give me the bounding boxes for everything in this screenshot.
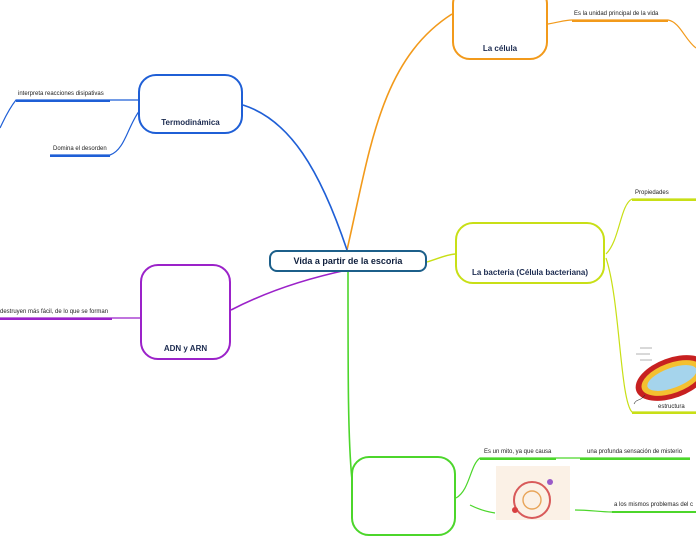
- node-bacteria-title: La bacteria (Célula bacteriana): [471, 268, 589, 277]
- leaf-adn-destruyen[interactable]: destruyen más fácil, de lo que se forman: [0, 309, 109, 315]
- leaf-tierra-mito[interactable]: Es un mito, ya que causa: [484, 449, 552, 455]
- bacteria-structure-diagram: [633, 347, 696, 405]
- node-celula[interactable]: La célula: [452, 0, 548, 60]
- leaf-underline: [16, 100, 110, 102]
- leaf-celula-unidad[interactable]: Es la unidad principal de la vida: [574, 11, 659, 17]
- central-topic[interactable]: Vida a partir de la escoria: [269, 250, 427, 272]
- connector-tierra: [347, 271, 353, 481]
- connector-bacteria: [426, 253, 456, 263]
- leaf-underline: [632, 199, 696, 201]
- leaf-underline: [632, 412, 696, 414]
- leaf-underline: [612, 511, 696, 513]
- cycle-diagram: [496, 466, 570, 520]
- node-adn-arn[interactable]: ADN y ARN: [140, 264, 231, 360]
- node-adn-arn-title: ADN y ARN: [163, 344, 208, 353]
- leaf-bacteria-estructura[interactable]: estructura: [658, 404, 685, 410]
- connector-celula: [346, 13, 453, 251]
- leaf-underline: [572, 20, 668, 22]
- leaf-termo-desorden[interactable]: Domina el desorden: [53, 146, 107, 152]
- node-termodinamica-title: Termodinámica: [161, 118, 220, 127]
- leaf-tierra-misterio[interactable]: una profunda sensación de misterio: [587, 449, 683, 455]
- leaf-underline: [0, 318, 112, 320]
- leaf-underline: [580, 458, 690, 460]
- node-bacteria[interactable]: La bacteria (Célula bacteriana): [455, 222, 605, 284]
- leaf-underline: [480, 458, 556, 460]
- central-topic-title: Vida a partir de la escoria: [293, 256, 403, 266]
- node-termodinamica[interactable]: Termodinámica: [138, 74, 243, 134]
- connector-adn: [230, 269, 348, 311]
- leaf-termo-disipativas[interactable]: interpreta reacciones disipativas: [18, 91, 104, 97]
- node-tierra[interactable]: [351, 456, 456, 536]
- connector-termo: [242, 104, 348, 251]
- leaf-underline: [50, 155, 110, 157]
- node-celula-title: La célula: [482, 44, 518, 53]
- leaf-bacteria-propiedades[interactable]: Propiedades: [635, 190, 669, 196]
- leaf-tierra-problemas[interactable]: a los mismos problemas del c: [614, 502, 694, 508]
